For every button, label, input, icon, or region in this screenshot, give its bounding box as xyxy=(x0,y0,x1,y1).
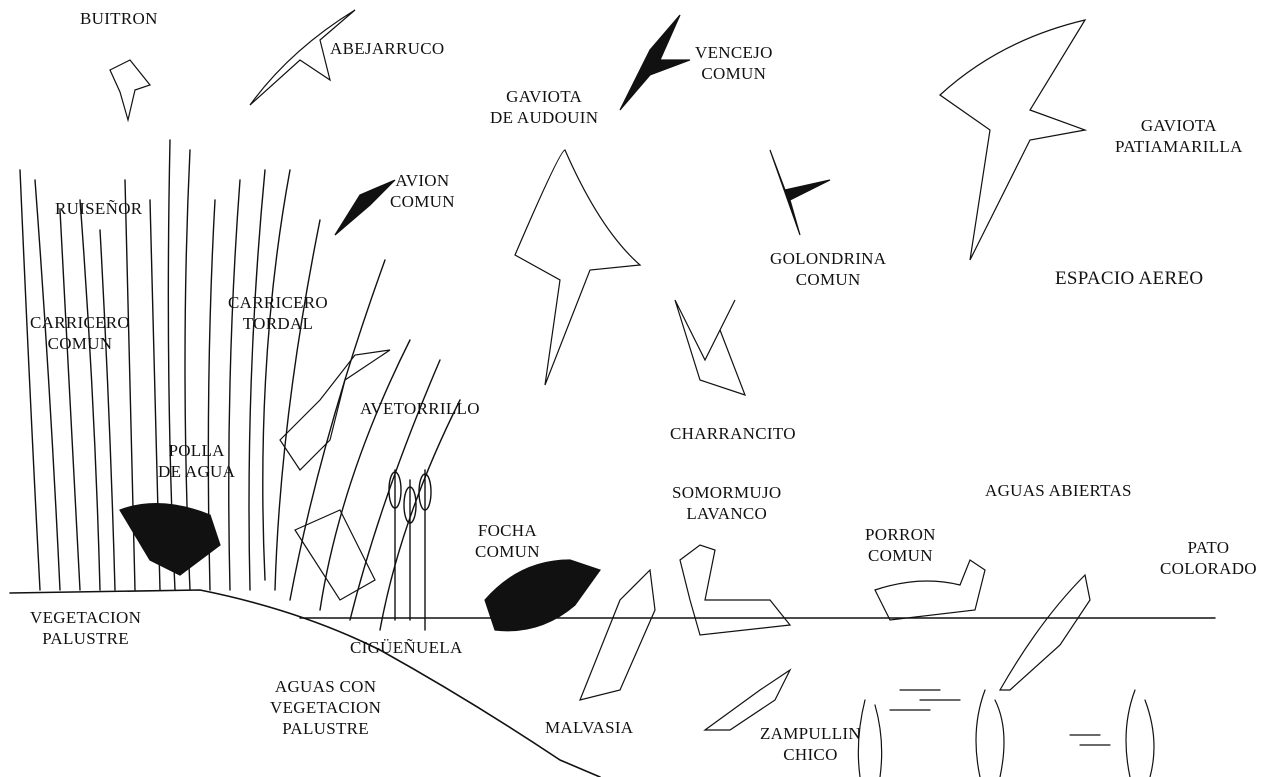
bird-silhouette-icon xyxy=(940,20,1085,260)
bird-silhouette-icon xyxy=(485,560,600,631)
bird-silhouette-icon xyxy=(515,150,640,385)
bird-silhouette-icon xyxy=(110,60,150,120)
label-ciguenuela: CIGÜEÑUELA xyxy=(350,637,463,658)
label-buitron: BUITRON xyxy=(80,8,158,29)
bird-silhouette-icon xyxy=(335,180,395,235)
label-avetorrillo: AVETORRILLO xyxy=(360,398,480,419)
bird-silhouette-icon xyxy=(1000,575,1090,690)
birds xyxy=(110,10,1090,730)
bird-silhouette-icon xyxy=(620,15,690,110)
bird-silhouette-icon xyxy=(705,670,790,730)
bird-silhouette-icon xyxy=(580,570,655,700)
label-espacio-aereo: ESPACIO AEREO xyxy=(1055,268,1203,289)
underwater-plants xyxy=(858,690,1154,777)
label-charrancito: CHARRANCITO xyxy=(670,423,796,444)
bird-silhouette-icon xyxy=(770,150,830,235)
bird-silhouette-icon xyxy=(295,510,375,600)
bird-silhouette-icon xyxy=(675,300,745,395)
label-ruisenor: RUISEÑOR xyxy=(55,198,142,219)
bird-silhouette-icon xyxy=(680,545,790,635)
label-abejarruco: ABEJARRUCO xyxy=(330,38,444,59)
cattails xyxy=(389,470,431,630)
bird-silhouette-icon xyxy=(875,560,985,620)
label-aguas-abiertas: AGUAS ABIERTAS xyxy=(985,480,1132,501)
label-malvasia: MALVASIA xyxy=(545,717,633,738)
